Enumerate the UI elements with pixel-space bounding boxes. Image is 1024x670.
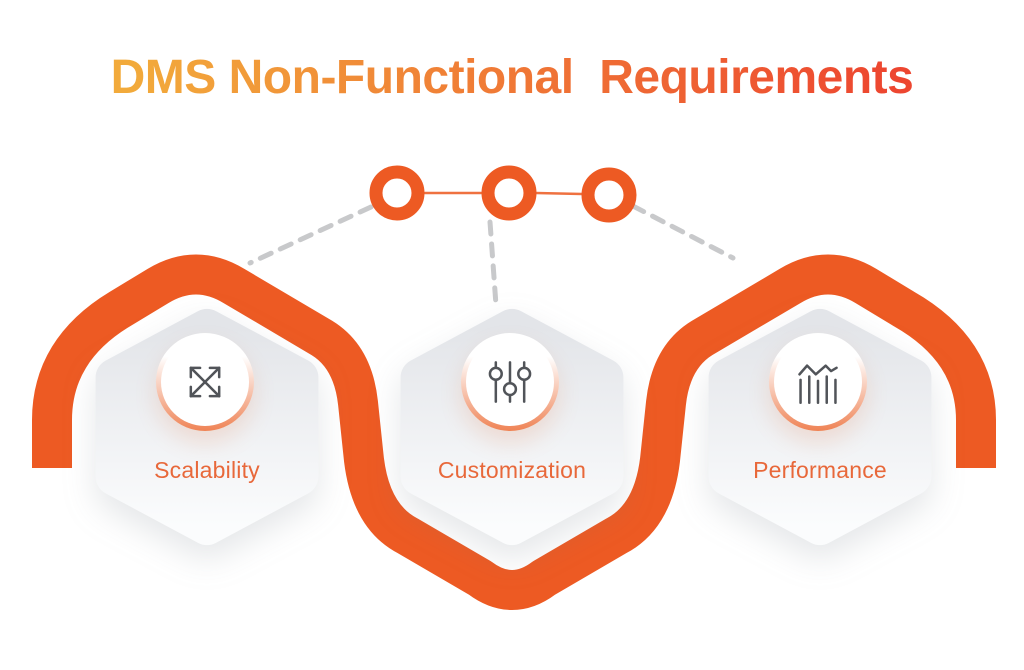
flow-node-2 [481,165,537,221]
card-label: Scalability [154,457,260,483]
card-performance: Performance [708,307,932,547]
node-link-2 [535,191,583,196]
card-scalability: Scalability [95,307,319,547]
ribbon-path [32,254,996,610]
flow-node-3 [581,167,637,223]
bar-chart-trend-icon [798,364,838,404]
dashed-connector-center [487,219,499,308]
card-label: Customization [437,457,587,483]
sliders-icon [488,361,532,403]
card-label: Performance [753,457,887,483]
page-title: DMS Non-Functional Requirements [0,50,1024,105]
expand-arrows-icon [189,366,221,398]
flow-node-1 [369,165,425,221]
icon-circle [769,333,867,431]
dashed-connector-right [630,203,736,261]
icon-circle [156,333,254,431]
dashed-connector-left [247,204,374,266]
icon-circle [461,333,559,431]
card-customization: Customization [400,307,624,547]
